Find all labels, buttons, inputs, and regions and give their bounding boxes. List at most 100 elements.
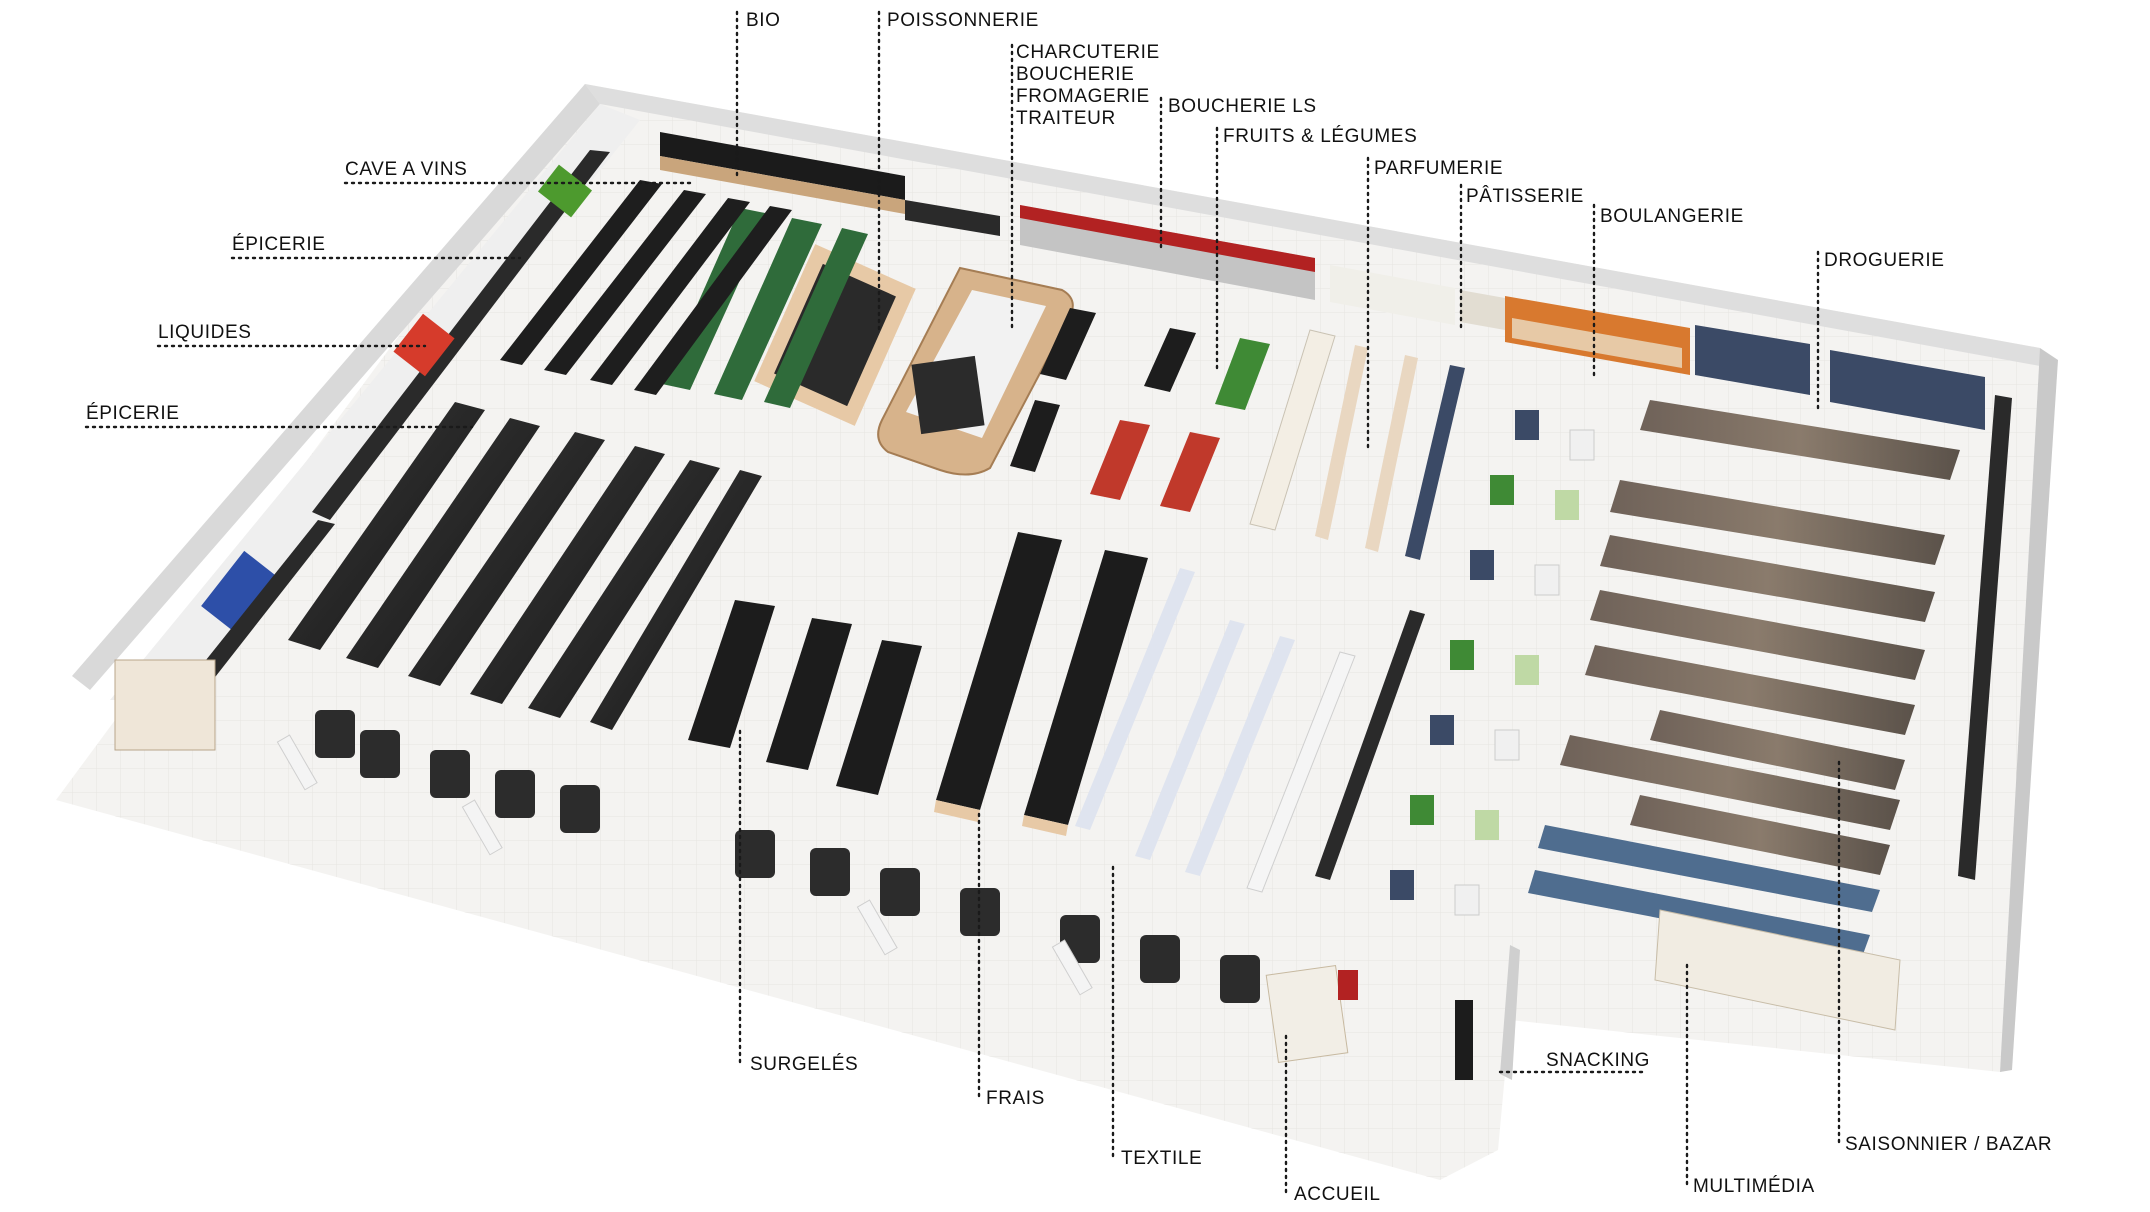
produce-bin-5 <box>1144 328 1196 392</box>
frais-cabinet-3 <box>1024 550 1148 825</box>
upper-left-gondolas <box>500 180 792 395</box>
frais-cabinet-1 <box>836 640 922 795</box>
bio-shelf-front <box>660 156 905 214</box>
label-patisserie: PÂTISSERIE <box>1466 185 1584 207</box>
right-wall-shelf <box>1958 395 2012 880</box>
bazar-gondola-2 <box>1610 480 1945 565</box>
gondola-ep-2 <box>346 418 540 668</box>
gondola-ep-5 <box>528 460 720 718</box>
left-shelf-lower <box>190 520 335 690</box>
produce-bin-1 <box>1090 420 1150 500</box>
checkout-1 <box>315 710 355 758</box>
bazar-gondola-3 <box>1600 535 1935 622</box>
produce-bin-3 <box>1215 338 1270 410</box>
accueil-desk <box>1265 964 1349 1064</box>
gondola-ep-1 <box>288 402 485 650</box>
pallet-7 <box>1450 640 1474 670</box>
pallet-4 <box>1555 490 1579 520</box>
label-bio: BIO <box>746 10 781 31</box>
bio-shelf <box>660 132 905 200</box>
label-accueil: ACCUEIL <box>1294 1184 1381 1205</box>
parfumerie-aisle-1 <box>1315 345 1368 540</box>
label-droguerie: DROGUERIE <box>1824 250 1944 271</box>
bazar-gondolas <box>1528 395 2012 1031</box>
label-textile: TEXTILE <box>1121 1148 1202 1169</box>
leader-lines <box>84 10 1841 1194</box>
checkout-8 <box>880 868 920 916</box>
gondola-ul-1 <box>500 180 662 365</box>
sign-cave-a-vins <box>537 164 593 218</box>
checkout-4 <box>495 770 535 818</box>
checkout-3 <box>430 750 470 798</box>
textile-rack-5 <box>1315 610 1425 880</box>
bazar-gondola-5 <box>1585 645 1915 735</box>
label-boucherie-ls: BOUCHERIE LS <box>1168 96 1317 117</box>
label-parfumerie: PARFUMERIE <box>1374 158 1503 179</box>
bio-aisle-3 <box>764 228 868 408</box>
produce-bin-4 <box>1040 308 1096 380</box>
frais-cabinet-2 <box>936 532 1062 810</box>
textile-rack-2 <box>1135 620 1245 860</box>
store-shell <box>56 84 2058 1180</box>
divider-4 <box>1051 939 1093 996</box>
label-epicerie-left: ÉPICERIE <box>86 403 180 424</box>
surgeles-cabinet-1 <box>688 600 775 748</box>
entrance-booth <box>114 659 216 751</box>
gondola-ul-2 <box>544 190 706 375</box>
textile-section <box>1075 568 1425 893</box>
patisserie-aisle <box>1405 365 1465 560</box>
label-liquides: LIQUIDES <box>158 322 252 343</box>
wood-base-2 <box>1022 815 1068 836</box>
bio-aisle-2 <box>714 218 822 400</box>
label-boucherie: BOUCHERIE <box>1016 64 1134 85</box>
back-wall-counters <box>660 132 1985 430</box>
multimedia-gondola-1 <box>1538 825 1880 912</box>
checkout-row-lower <box>735 830 1260 1003</box>
checkout-6 <box>735 830 775 878</box>
label-fruits-legumes: FRUITS & LÉGUMES <box>1223 126 1417 147</box>
back-wall <box>585 84 2040 366</box>
label-frais: FRAIS <box>986 1088 1045 1109</box>
label-saisonnier-bazar: SAISONNIER / BAZAR <box>1845 1134 2052 1155</box>
surgeles-cabinet-2 <box>766 618 852 770</box>
pallet-11 <box>1410 795 1434 825</box>
label-boulangerie: BOULANGERIE <box>1600 206 1744 227</box>
epicerie-gondolas <box>288 402 762 730</box>
checkout-7 <box>810 848 850 896</box>
label-cave-a-vins: CAVE A VINS <box>345 159 467 180</box>
gondola-ul-4 <box>634 206 792 395</box>
traiteur-kiosk <box>911 355 985 435</box>
textile-rack-1 <box>1075 568 1195 830</box>
label-epicerie-top: ÉPICERIE <box>232 234 326 255</box>
accueil-desk-accent <box>1338 970 1358 1000</box>
checkouts <box>114 659 1473 1080</box>
pallet-13 <box>1390 870 1414 900</box>
patisserie-wall <box>1460 290 1505 330</box>
boulangerie-shelf <box>1512 318 1682 368</box>
label-multimedia: MULTIMÉDIA <box>1693 1176 1815 1197</box>
textile-rack-4 <box>1246 651 1356 893</box>
pallet-1 <box>1515 410 1539 440</box>
snacking-kiosk <box>1455 1000 1473 1080</box>
pallet-3 <box>1490 475 1514 505</box>
right-wall <box>2000 348 2058 1072</box>
droguerie-wall-2 <box>1830 350 1985 430</box>
divider-3 <box>856 899 898 956</box>
divider-2 <box>461 799 503 856</box>
floor <box>56 84 2040 1180</box>
divider-1 <box>276 734 318 791</box>
pallet-12 <box>1475 810 1499 840</box>
multimedia-gondola-2 <box>1528 870 1870 957</box>
sign-epicerie <box>201 550 279 634</box>
department-labels: BIO POISSONNERIE CHARCUTERIE BOUCHERIE F… <box>86 10 2052 1205</box>
bazar-gondola-7 <box>1560 735 1900 830</box>
label-snacking: SNACKING <box>1546 1050 1650 1071</box>
left-wall-inner <box>110 104 640 700</box>
boucherie-ls-aisle <box>1249 329 1336 531</box>
bazar-gondola-8 <box>1630 795 1890 875</box>
pallet-displays <box>1390 410 1595 916</box>
pallet-8 <box>1515 655 1539 685</box>
checkout-12 <box>1220 955 1260 1003</box>
label-traiteur: TRAITEUR <box>1016 108 1116 129</box>
